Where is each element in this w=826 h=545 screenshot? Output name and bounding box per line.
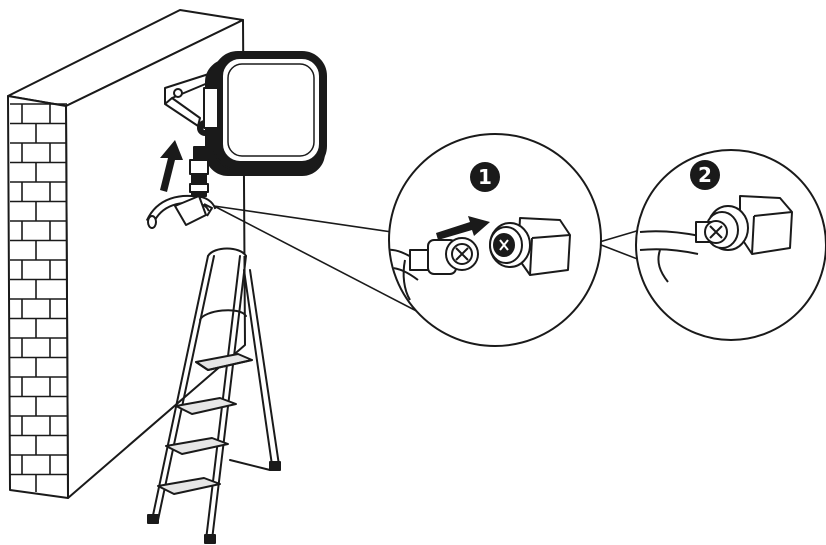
step-1-badge: 1 — [470, 162, 500, 192]
step-2-number: 2 — [698, 163, 712, 187]
step-1-number: 1 — [478, 165, 492, 189]
outdoor-antenna-icon — [204, 52, 326, 175]
step-2-callout — [636, 150, 826, 340]
step-2-badge: 2 — [690, 160, 720, 190]
